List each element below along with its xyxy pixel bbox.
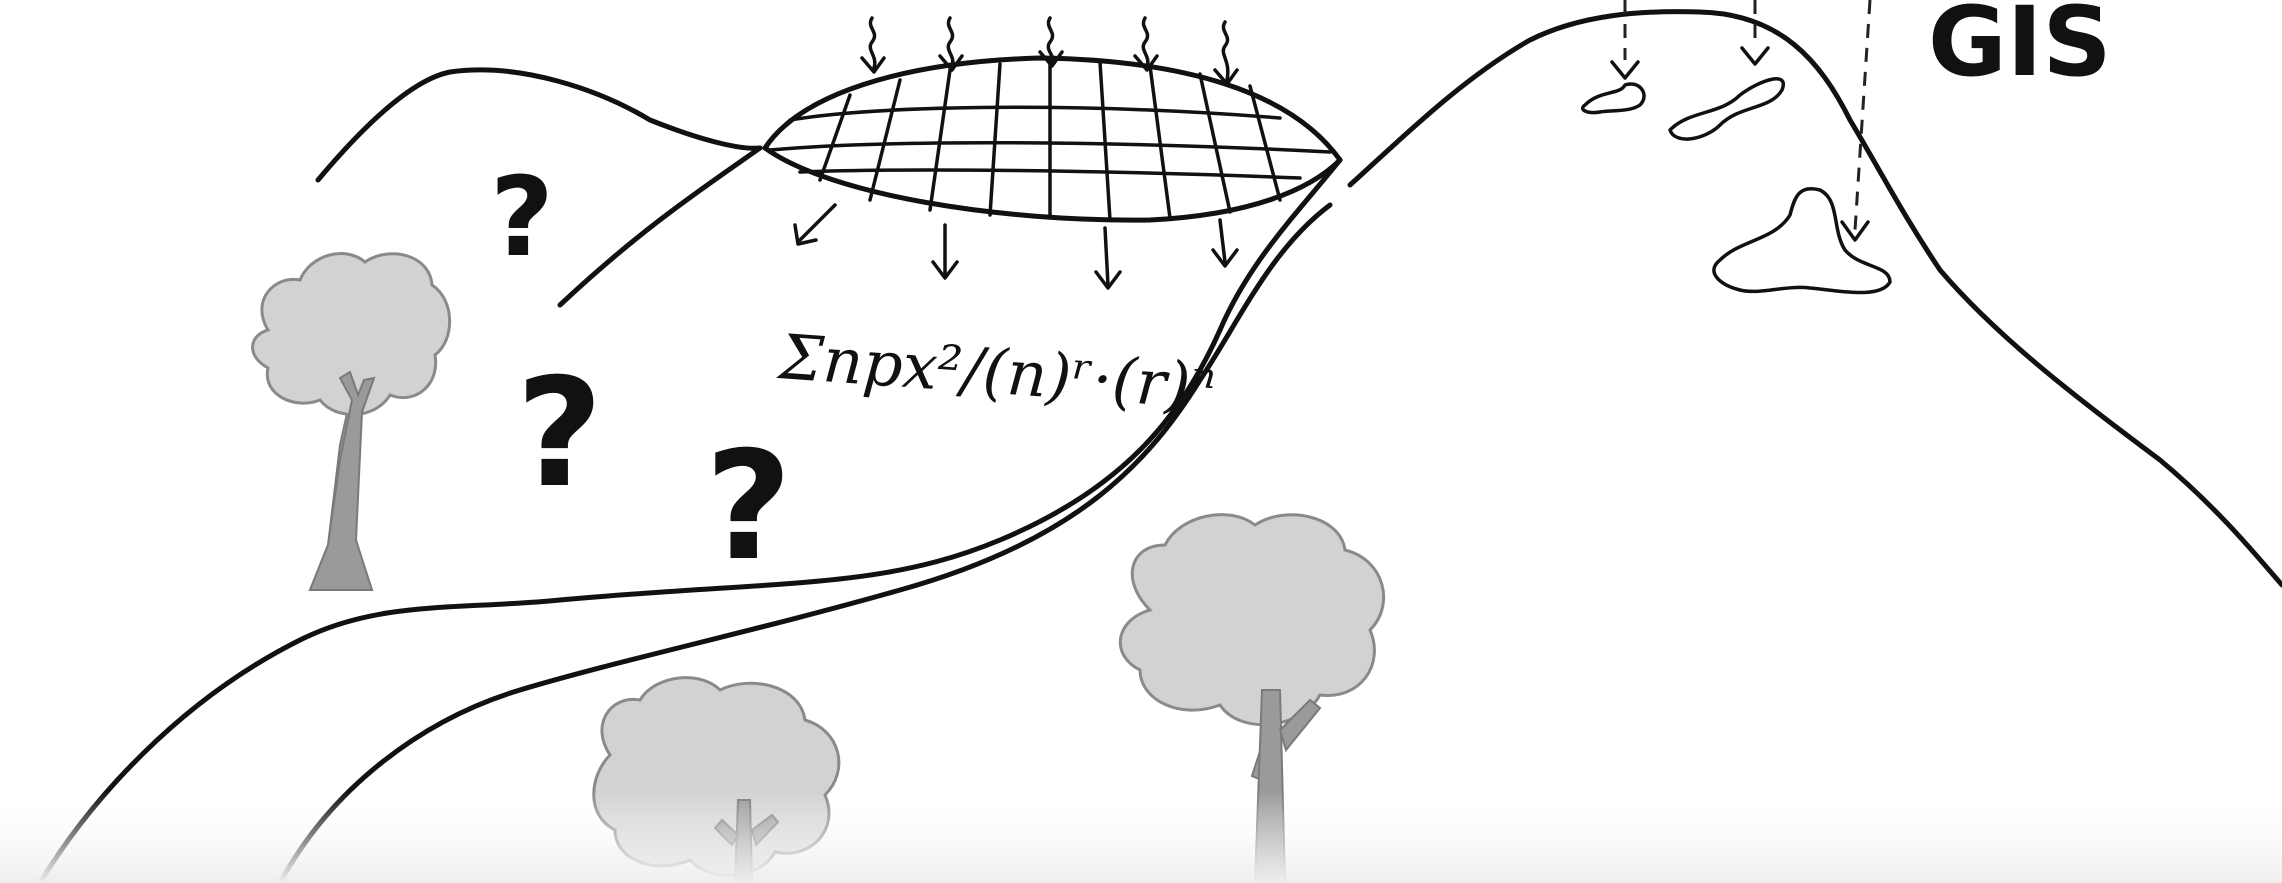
rain-arrow-icon [940, 18, 962, 70]
infiltration-arrow-icon [795, 205, 835, 244]
tree-icon [253, 254, 450, 590]
bottom-fade [0, 790, 2282, 883]
water-body-icon [1583, 84, 1644, 113]
question-mark: ? [516, 347, 603, 521]
infiltration-arrow-icon [1213, 220, 1237, 266]
gis-arrow-icon [1612, 62, 1638, 78]
gis-label: GIS [1928, 0, 2112, 98]
right-hill-outline [1350, 12, 2282, 585]
gis-arrow-icon [1742, 48, 1768, 64]
question-mark: ? [705, 420, 792, 594]
rain-arrow-icon [1135, 18, 1157, 70]
question-mark: ? [490, 153, 554, 281]
water-body-icon [1670, 79, 1783, 139]
gis-dash-line [1855, 0, 1870, 230]
left-hill-slope [560, 148, 760, 305]
infiltration-arrow-icon [933, 225, 957, 278]
infiltration-arrow-icon [1096, 228, 1120, 288]
water-body-icon [1714, 189, 1890, 293]
rain-arrow-icon [862, 18, 884, 72]
formula-text: Σnpx²/(n)ʳ·(r)ⁿ [775, 320, 1218, 423]
soil-grid-block [765, 58, 1340, 220]
rain-arrow-icon [1215, 22, 1237, 84]
